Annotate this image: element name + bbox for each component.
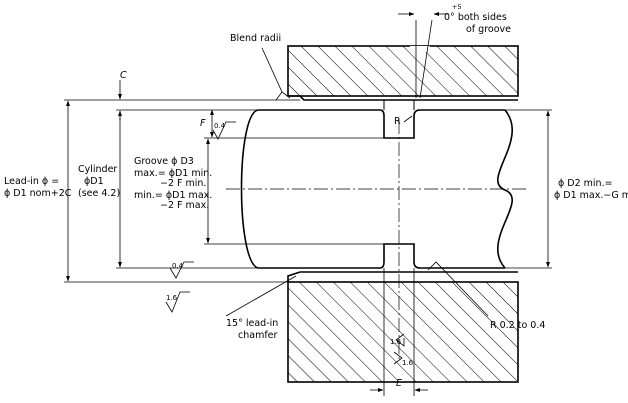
blend-radii-leader-2 [275, 91, 283, 101]
roughness-16-bottom-b: 1.6 [402, 359, 414, 367]
d2-label-2: ϕ D1 max.−G max. [554, 190, 628, 201]
r-range-label: R 0.2 to 0.4 [490, 320, 545, 331]
groove-angle-sup: +5 [452, 3, 462, 11]
dimension-cylinder [116, 109, 258, 269]
blend-radii-label: Blend radii [230, 33, 281, 44]
groove-angle-label: 0° both sides [444, 12, 507, 23]
roughness-04-bottom: 0.4 [172, 262, 184, 270]
groove-angle-line2: of groove [466, 24, 511, 35]
roughness-symbol-bottom-a [395, 333, 405, 347]
chamfer-label-1: 15° lead-in [226, 318, 278, 329]
roughness-symbol-top [212, 121, 236, 140]
roughness-symbol-bottom-b [393, 351, 403, 365]
groove-label-4: min.= ϕD1 max. [134, 190, 212, 201]
roughness-symbol-left [165, 291, 190, 313]
roughness-symbol-bottom [169, 261, 194, 279]
r-label: R [394, 116, 401, 127]
shaft-cylinder [240, 100, 513, 269]
housing-top [287, 45, 519, 101]
dimension-groove [204, 137, 384, 245]
dimension-leadin [64, 99, 300, 283]
cylinder-label-1: Cylinder [78, 164, 117, 175]
leadin-label-1: Lead-in ϕ = [4, 176, 59, 187]
roughness-16-left: 1.6 [166, 294, 178, 302]
c-label: C [120, 70, 127, 81]
groove-label-2: max.= ϕD1 min. [134, 168, 212, 179]
chamfer-leader [225, 275, 297, 317]
roughness-04-top: 0.4 [214, 122, 226, 130]
roughness-16-bottom-a: 1.6 [390, 338, 402, 346]
f-label: F [200, 118, 206, 129]
groove-angle-marks [398, 12, 448, 99]
groove-label-1: Groove ϕ D3 [134, 156, 194, 167]
e-label: E [396, 378, 402, 389]
r-range-leader [427, 261, 489, 317]
dimension-d2 [505, 109, 552, 269]
cylinder-label-3: (see 4.2) [78, 188, 120, 199]
leadin-label-2: ϕ D1 nom+2C [4, 188, 72, 199]
blend-radii-leader [261, 47, 291, 99]
cylinder-label-2: ϕD1 [84, 176, 104, 187]
d2-label-1: ϕ D2 min.= [558, 178, 613, 189]
housing-bottom [287, 271, 519, 383]
groove-label-5: −2 F max. [160, 200, 209, 211]
chamfer-label-2: chamfer [238, 330, 278, 341]
groove-label-3: −2 F min. [160, 178, 206, 189]
r-leader [403, 115, 413, 123]
